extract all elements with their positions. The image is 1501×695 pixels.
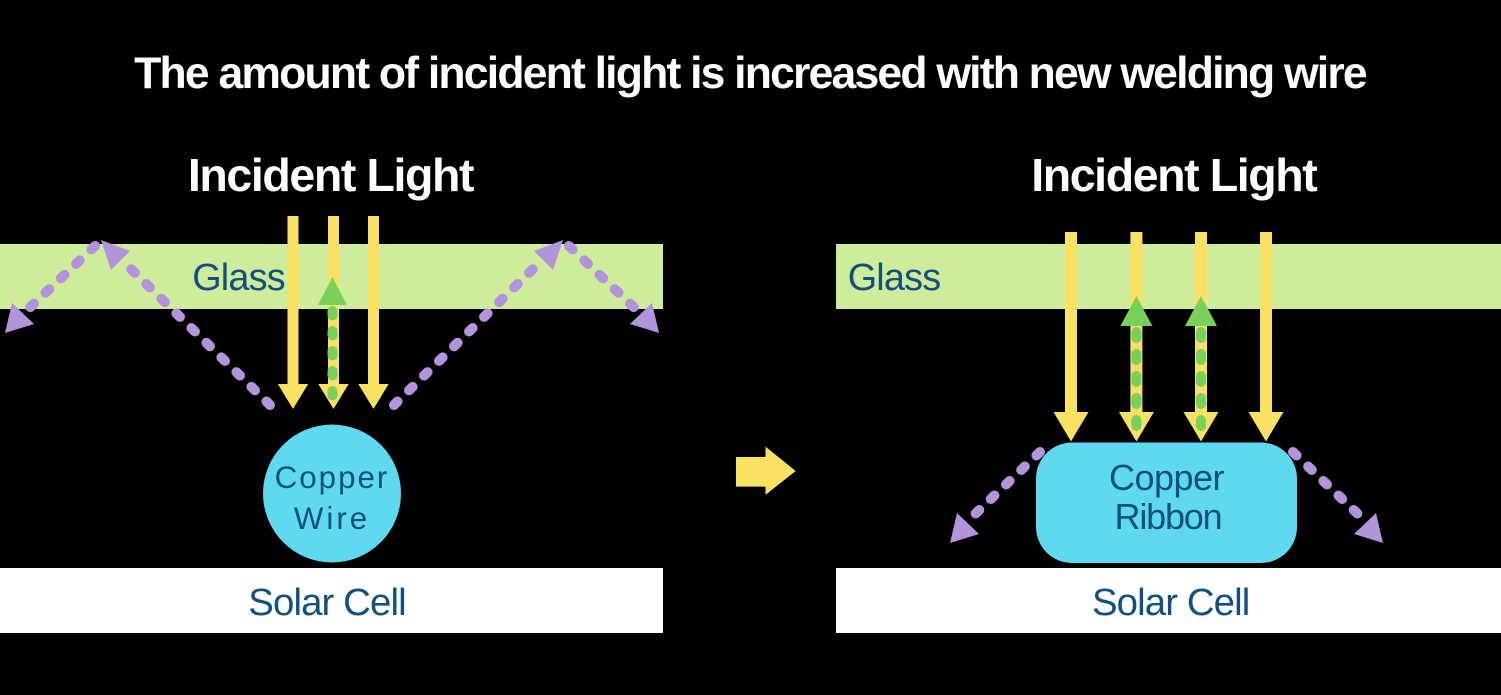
- svg-text:Ribbon: Ribbon: [1115, 496, 1222, 537]
- svg-text:The amount of incident light i: The amount of incident light is increase…: [134, 49, 1367, 98]
- svg-text:Solar Cell: Solar Cell: [1092, 581, 1249, 624]
- svg-text:Copper: Copper: [275, 460, 390, 495]
- svg-text:Wire: Wire: [294, 501, 370, 536]
- svg-text:Solar Cell: Solar Cell: [248, 581, 405, 624]
- svg-text:Incident Light: Incident Light: [1031, 149, 1317, 201]
- svg-text:Incident Light: Incident Light: [188, 149, 474, 201]
- svg-text:Glass: Glass: [848, 257, 941, 299]
- svg-text:Copper: Copper: [1109, 457, 1225, 498]
- svg-text:Glass: Glass: [192, 257, 285, 299]
